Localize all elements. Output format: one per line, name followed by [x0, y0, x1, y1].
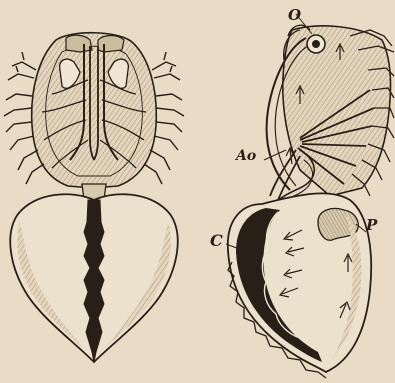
left-figure — [4, 33, 184, 362]
right-eye-pupil — [312, 40, 320, 48]
label-eye: O — [288, 6, 301, 24]
label-aorta: Ao — [234, 148, 256, 164]
right-figure — [226, 14, 394, 378]
label-pericardial: P — [365, 216, 378, 234]
label-heart: C — [210, 231, 223, 250]
